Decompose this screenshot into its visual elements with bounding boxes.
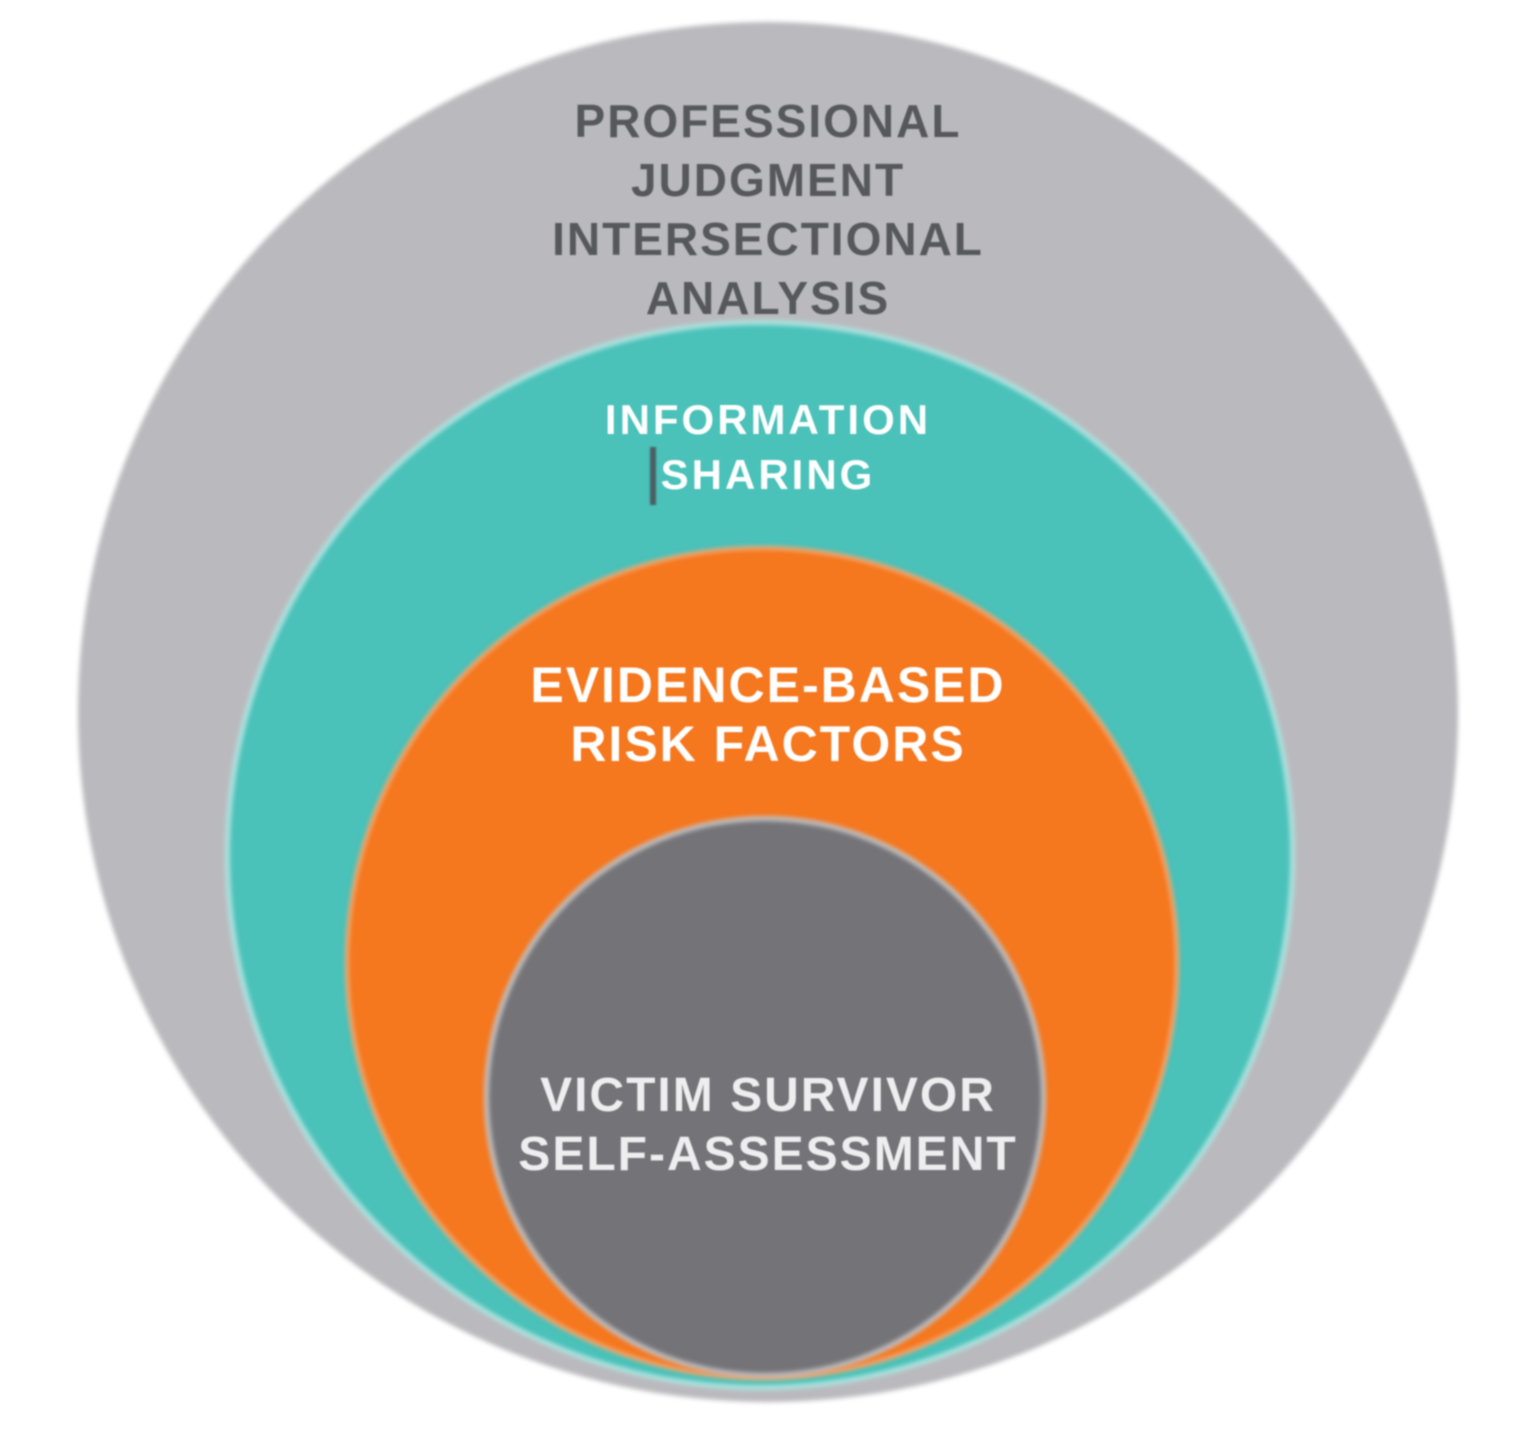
label-information-sharing: INFORMATION SHARING xyxy=(0,392,1536,502)
label-line: INTERSECTIONAL xyxy=(552,213,984,265)
label-line: RISK FACTORS xyxy=(570,716,966,772)
ring-victim-survivor-self-assessment xyxy=(484,816,1046,1378)
label-line: INFORMATION xyxy=(604,396,932,443)
label-line: VICTIM SURVIVOR xyxy=(540,1069,996,1122)
label-line: SELF-ASSESSMENT xyxy=(518,1128,1018,1181)
label-evidence-based-risk-factors: EVIDENCE-BASED RISK FACTORS xyxy=(0,656,1536,774)
label-line: JUDGMENT xyxy=(630,154,906,206)
text-cursor-artifact xyxy=(650,447,656,505)
label-line: PROFESSIONAL xyxy=(574,95,962,147)
label-professional-judgment: PROFESSIONAL JUDGMENT INTERSECTIONAL ANA… xyxy=(0,92,1536,328)
label-victim-survivor-self-assessment: VICTIM SURVIVOR SELF-ASSESSMENT xyxy=(0,1066,1536,1184)
label-line: SHARING xyxy=(660,451,876,498)
label-line: ANALYSIS xyxy=(645,272,891,324)
label-line: EVIDENCE-BASED xyxy=(530,657,1006,713)
